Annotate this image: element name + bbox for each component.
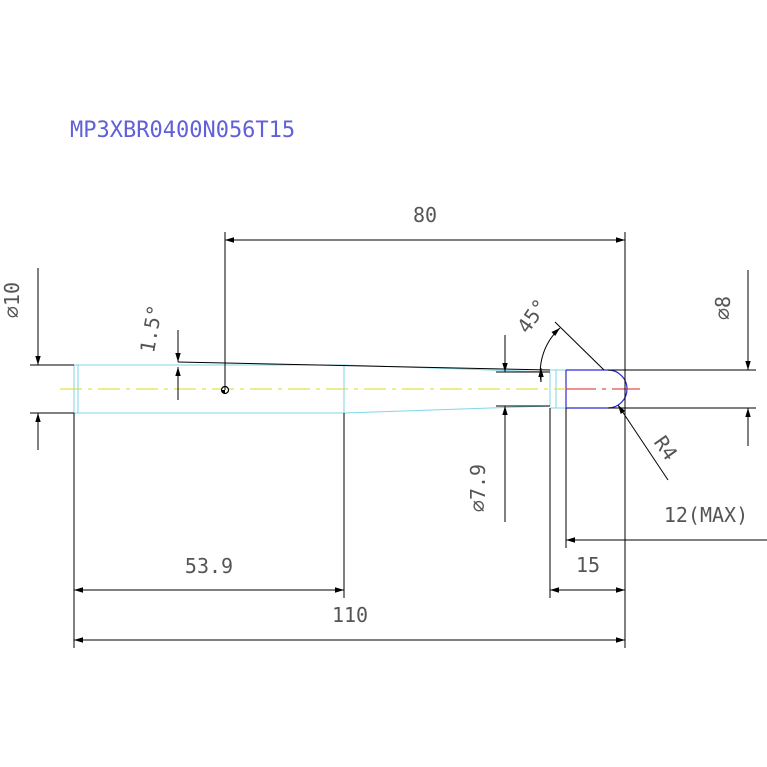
dim-text-d10: ⌀10: [0, 282, 24, 318]
dim-text-d8: ⌀8: [711, 296, 735, 320]
dimension-d10: ⌀10: [0, 268, 74, 450]
taper-edge-top: [177, 361, 551, 371]
dimension-taper-angle: 1.5°: [135, 303, 181, 400]
dimension-chamfer-angle: 45°: [512, 294, 605, 383]
dim-text-80: 80: [413, 203, 437, 227]
dim-text-110: 110: [332, 603, 368, 627]
dimension-80: 80: [224, 203, 626, 648]
dimension-110: 110: [73, 413, 625, 648]
dimension-15: 15: [549, 408, 625, 598]
dim-text-taper-angle: 1.5°: [135, 303, 167, 355]
dimension-12max: 12(MAX): [565, 408, 767, 548]
dimension-53-9: 53.9: [74, 413, 345, 598]
dim-text-15: 15: [576, 553, 600, 577]
part-number-title: MP3XBR0400N056T15: [70, 118, 295, 143]
dimension-d8: ⌀8: [608, 270, 756, 446]
dim-text-12max: 12(MAX): [664, 503, 748, 527]
dim-text-53-9: 53.9: [185, 554, 233, 578]
dim-text-chamfer-angle: 45°: [512, 294, 552, 337]
dim-text-d7-9: ⌀7.9: [466, 464, 490, 512]
dimension-d7-9: ⌀7.9: [466, 335, 550, 522]
dimension-radius: R4: [617, 404, 682, 481]
